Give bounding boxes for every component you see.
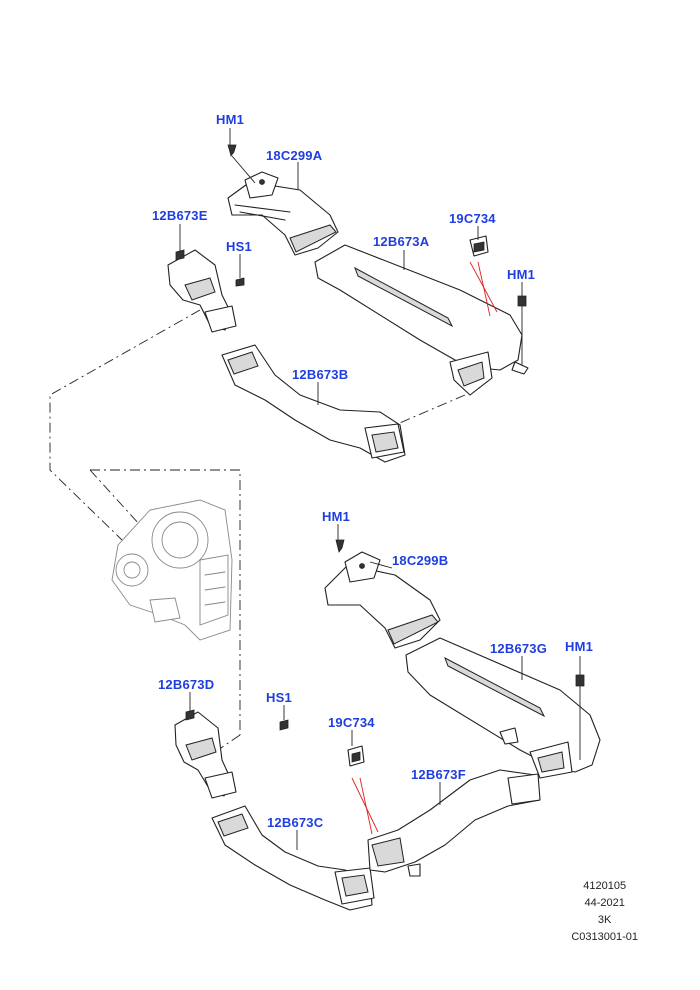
label-19c734-bottom[interactable]: 19C734 [328,715,375,730]
label-12b673d[interactable]: 12B673D [158,677,215,692]
label-12b673a[interactable]: 12B673A [373,234,430,249]
label-12b673f[interactable]: 12B673F [411,767,466,782]
transmission-ghost [111,499,233,641]
duct-12b673e [167,249,237,333]
label-12b673g[interactable]: 12B673G [490,641,548,656]
label-12b673c[interactable]: 12B673C [267,815,324,830]
fasteners-top [175,144,527,307]
label-hm1-top[interactable]: HM1 [216,112,245,127]
drawing-reference: 4120105 44-2021 3K C0313001-01 [571,878,638,946]
duct-12b673c [211,805,375,911]
label-12b673e[interactable]: 12B673E [152,208,208,223]
label-19c734-top[interactable]: 19C734 [449,211,496,226]
fasteners-bottom [185,539,585,767]
label-18c299a[interactable]: 18C299A [266,148,323,163]
label-hm1-right-bottom[interactable]: HM1 [565,639,594,654]
leaders-top [179,128,523,405]
duct-18c299b [324,551,441,649]
duct-12b673d [174,711,237,799]
reference-line-4: C0313001-01 [571,931,638,943]
reference-line-2: 44-2021 [584,897,625,909]
label-18c299b[interactable]: 18C299B [392,553,449,568]
duct-12b673f [367,769,541,877]
duct-18c299a [227,171,339,256]
label-hm1-mid[interactable]: HM1 [322,509,351,524]
label-12b673b[interactable]: 12B673B [292,367,349,382]
duct-12b673g [405,637,601,779]
label-hs1-top[interactable]: HS1 [226,239,252,254]
duct-12b673a [314,244,529,396]
leaders-bottom [189,524,581,850]
label-hs1-bottom[interactable]: HS1 [266,690,292,705]
duct-12b673b [221,344,406,463]
reference-line-3: 3K [597,914,612,926]
label-hm1-right-top[interactable]: HM1 [507,267,536,282]
reference-line-1: 4120105 [583,880,627,892]
